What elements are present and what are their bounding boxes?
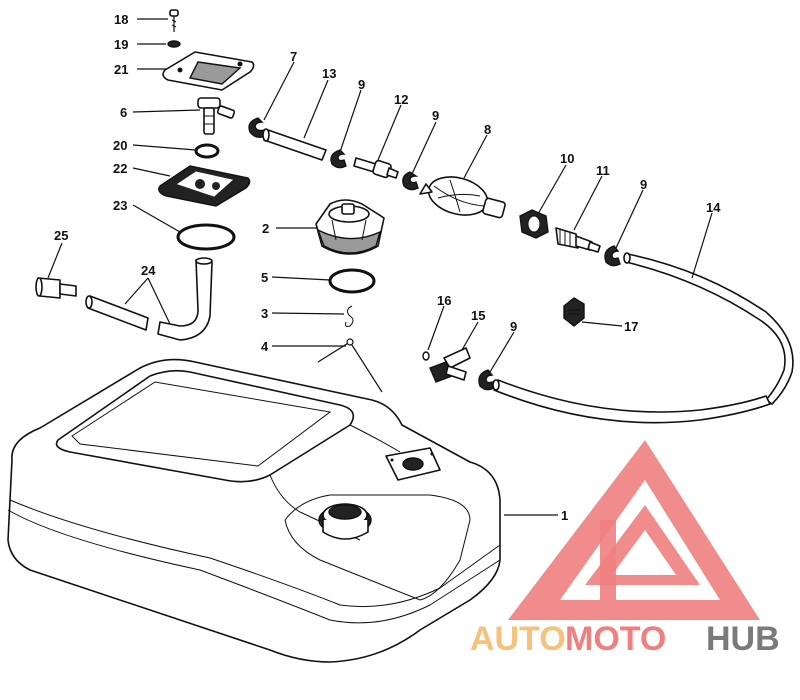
watermark-text-hub: HUB: [706, 620, 780, 658]
part-9-clamp-b: [402, 171, 419, 191]
callout-10: 10: [560, 151, 574, 166]
callout-21: 21: [114, 62, 128, 77]
callout-9c: 9: [640, 177, 647, 192]
callout-25: 25: [54, 228, 68, 243]
callout-7: 7: [290, 49, 297, 64]
callout-14: 14: [706, 200, 721, 215]
part-17-clip: [563, 297, 585, 327]
part-13-hose: [262, 128, 327, 161]
callout-23: 23: [113, 198, 127, 213]
callout-1: 1: [561, 508, 568, 523]
callout-13: 13: [322, 66, 336, 81]
callout-9d: 9: [510, 319, 517, 334]
callout-18: 18: [114, 12, 128, 27]
part-16-ring: [422, 351, 430, 361]
callout-9a: 9: [358, 77, 365, 92]
callout-16: 16: [437, 293, 451, 308]
callout-8: 8: [484, 122, 491, 137]
part-12-connector: [353, 157, 399, 179]
part-14-fuel-hose: [623, 252, 794, 405]
callout-5: 5: [261, 270, 268, 285]
part-8-primer-bulb: [419, 176, 506, 219]
part-9-clamp-d: [478, 369, 495, 391]
part-9-clamp-c: [604, 245, 621, 267]
callout-20: 20: [113, 138, 127, 153]
part-3-clip: [345, 305, 354, 327]
leader-lines: [47, 18, 713, 516]
part-15-fitting: [429, 347, 471, 383]
callout-11: 11: [596, 163, 610, 178]
part-5-o-ring: [328, 268, 376, 294]
part-14-hose-section: [492, 379, 771, 424]
callout-22: 22: [113, 161, 127, 176]
part-19-washer: [167, 40, 181, 48]
callout-9b: 9: [432, 108, 439, 123]
callout-6: 6: [120, 105, 127, 120]
callout-15: 15: [471, 308, 485, 323]
part-6-fitting: [197, 97, 236, 135]
part-11-connector: [555, 227, 601, 253]
callout-3: 3: [261, 306, 268, 321]
callout-17: 17: [624, 319, 638, 334]
callout-24: 24: [141, 263, 156, 278]
part-10-nut: [519, 209, 549, 239]
part-21-cover-plate: [162, 51, 255, 91]
part-4-float-arm: [317, 338, 383, 393]
watermark-text-moto: MOTO: [565, 620, 666, 658]
part-2-housing: [315, 199, 385, 255]
fuel-tank: [7, 358, 501, 663]
callout-12: 12: [394, 92, 408, 107]
callout-4: 4: [261, 339, 269, 354]
callout-2: 2: [262, 221, 269, 236]
part-22-gasket: [158, 165, 251, 207]
part-18-screw: [169, 9, 179, 32]
part-25-plug: [35, 277, 77, 299]
part-23-o-ring: [176, 223, 236, 251]
callout-19: 19: [114, 37, 128, 52]
watermark-logo: AUTO MOTO HUB: [470, 440, 780, 658]
part-9-clamp-a: [330, 149, 347, 169]
part-24-hoses: [85, 257, 213, 341]
callout-labels: 18 19 21 6 20 22 23 25 24 2 5 3 4 7 13 9…: [54, 12, 721, 523]
part-20-o-ring: [194, 143, 220, 159]
watermark-text-auto: AUTO: [470, 620, 566, 658]
